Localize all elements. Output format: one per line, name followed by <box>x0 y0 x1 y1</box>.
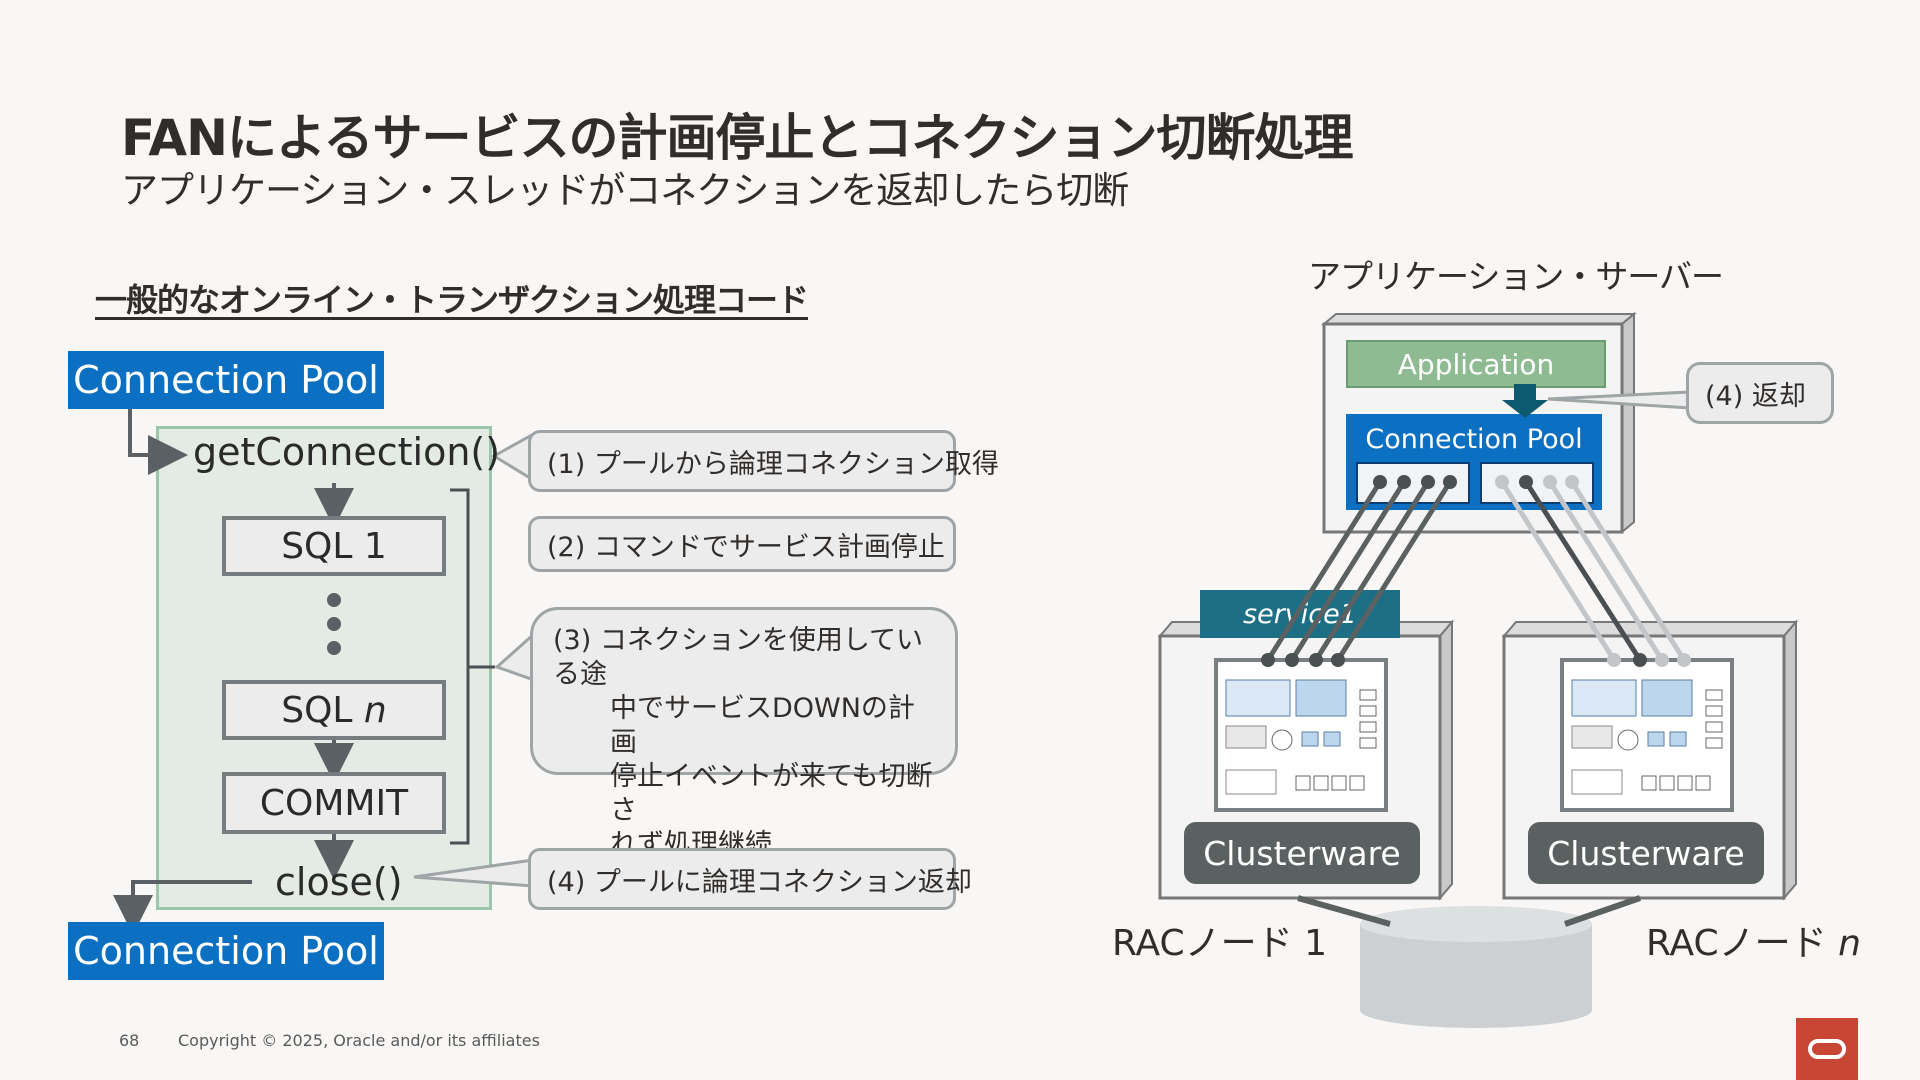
noden-db-schematic <box>1560 658 1734 812</box>
return-callout: (4) 返却 <box>1686 362 1834 424</box>
callout-3-line3: 停止イベントが来ても切断さ <box>610 761 933 826</box>
rac-noden-variable: n <box>1838 923 1861 964</box>
conn-line-idle <box>1499 480 1617 662</box>
app-server-label: アプリケーション・サーバー <box>1308 257 1724 296</box>
conn-line-idle <box>1569 480 1687 662</box>
conn-dot <box>1397 475 1411 489</box>
page-title: FANによるサービスの計画停止とコネクション切断処理 <box>121 109 1353 167</box>
conn-dot <box>1421 475 1435 489</box>
storage-top <box>1360 906 1592 942</box>
page-subtitle: アプリケーション・スレッドがコネクションを返却したら切断 <box>121 169 1129 212</box>
return-callout-tail <box>1547 390 1692 410</box>
conn-line <box>1335 480 1453 662</box>
conn-dot-idle <box>1655 653 1669 667</box>
return-arrow-head <box>1502 400 1548 418</box>
conn-dot <box>1309 653 1323 667</box>
ellipsis-dot <box>327 641 341 655</box>
connection-pool-bottom: Connection Pool <box>68 922 384 980</box>
close-label: close() <box>275 860 403 904</box>
rac-noden-prefix: RACノード <box>1646 923 1839 964</box>
clusterware-noden: Clusterware <box>1528 822 1764 884</box>
rac-node1-label: RACノード 1 <box>1112 923 1328 964</box>
ellipsis-dot <box>327 593 341 607</box>
sql1-box: SQL 1 <box>222 516 446 576</box>
conn-dot <box>1633 653 1647 667</box>
conn-dot <box>1331 653 1345 667</box>
callout-3-line2: 中でサービスDOWNの計画 <box>610 693 915 758</box>
conn-dot-idle <box>1677 653 1691 667</box>
pool-to-get-arrow <box>128 409 188 475</box>
callout-4: (4) プールに論理コネクション返却 <box>528 848 972 910</box>
conn-line-active <box>1523 480 1643 662</box>
server-connection-pool-label: Connection Pool <box>1365 423 1583 455</box>
return-arrow-shaft <box>1514 384 1536 402</box>
page-number: 68 <box>119 1031 140 1050</box>
clusterware-node1: Clusterware <box>1184 822 1420 884</box>
commit-box: COMMIT <box>222 772 446 834</box>
application-bar: Application <box>1346 340 1606 388</box>
copyright-text: Copyright © 2025, Oracle and/or its affi… <box>178 1031 540 1050</box>
conn-line-idle <box>1547 480 1665 662</box>
conn-line <box>1265 480 1383 662</box>
sqln-box: SQL n <box>222 680 446 740</box>
conn-dot <box>1261 653 1275 667</box>
ellipsis-dot <box>327 617 341 631</box>
sqln-variable: n <box>363 689 387 731</box>
conn-line <box>1313 480 1431 662</box>
conn-dot-idle <box>1607 653 1621 667</box>
conn-line <box>1289 480 1407 662</box>
sqln-prefix: SQL <box>281 689 364 731</box>
callout-3-line1: (3) コネクションを使用している途 <box>553 625 924 690</box>
conn-dot <box>1443 475 1457 489</box>
conn-dot <box>1373 475 1387 489</box>
storage-bottom <box>1360 992 1592 1028</box>
node1-storage-link <box>1297 895 1391 927</box>
conn-dot-idle <box>1543 475 1557 489</box>
noden-storage-link <box>1564 895 1641 927</box>
section-title: 一般的なオンライン・トランザクション処理コード <box>95 281 809 319</box>
callout-1: (1) プールから論理コネクション取得 <box>528 430 999 492</box>
callout-3: (3) コネクションを使用している途 中でサービスDOWNの計画 停止イベントが… <box>530 607 958 860</box>
conn-dot <box>1519 475 1533 489</box>
conn-dot-idle <box>1495 475 1509 489</box>
oracle-logo <box>1796 1018 1858 1080</box>
close-to-pool-arrow <box>113 880 252 935</box>
oracle-logo-icon <box>1808 1039 1846 1059</box>
connection-pool-top: Connection Pool <box>68 351 384 409</box>
conn-dot <box>1285 653 1299 667</box>
node1-db-schematic <box>1214 658 1388 812</box>
rac-noden-label: RACノード n <box>1646 914 1861 966</box>
get-connection-label: getConnection() <box>193 430 501 474</box>
callout-2: (2) コマンドでサービス計画停止 <box>528 516 956 572</box>
conn-dot-idle <box>1565 475 1579 489</box>
